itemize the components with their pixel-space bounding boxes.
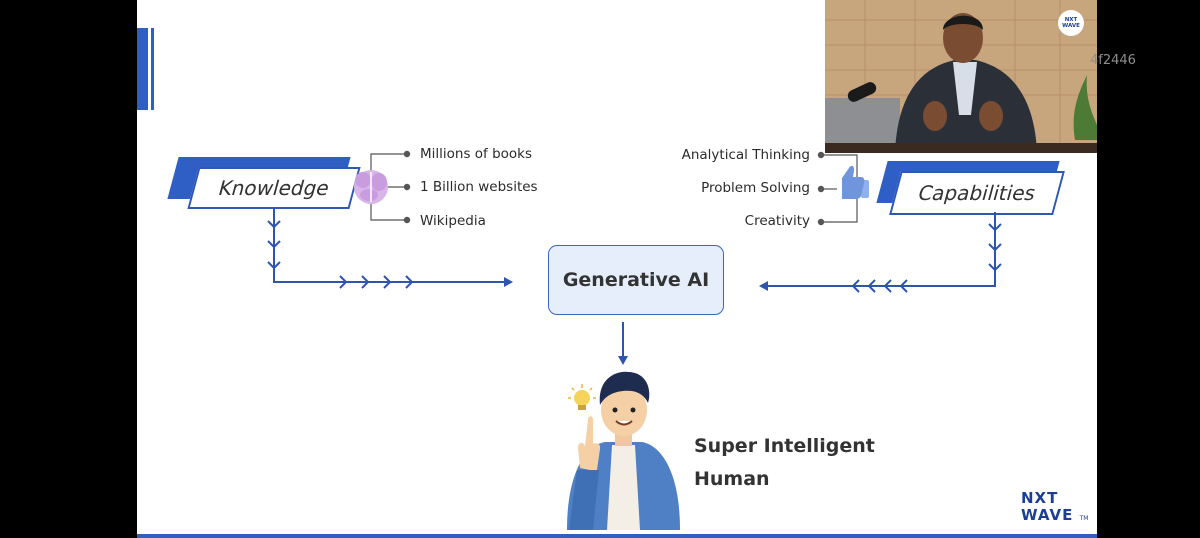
- knowledge-item: 1 Billion websites: [420, 179, 538, 195]
- chevron-down-icon: [267, 240, 281, 249]
- logo-tm: TM: [1079, 515, 1089, 522]
- webcam-logo: NXT WAVE: [1058, 10, 1084, 36]
- chevron-down-icon: [988, 263, 1002, 272]
- chevron-left-icon: [883, 279, 892, 293]
- capabilities-flow-line: [763, 212, 996, 287]
- knowledge-item: Wikipedia: [420, 213, 486, 229]
- chevron-down-icon: [988, 243, 1002, 252]
- logo-line2: WAVE: [1021, 506, 1074, 524]
- slide-accent-bar: [137, 28, 148, 110]
- webcam-logo-line2: WAVE: [1062, 23, 1080, 29]
- arrow-left-icon: [759, 281, 768, 291]
- chevron-left-icon: [899, 279, 908, 293]
- overlay-code: 4f2446: [1090, 53, 1136, 68]
- chevron-down-icon: [988, 223, 1002, 232]
- result-line1: Super Intelligent: [694, 435, 875, 457]
- chevrons: [267, 220, 1002, 293]
- arrow-right-icon: [504, 277, 513, 287]
- flow-arrowheads: [504, 277, 768, 365]
- chevron-right-icon: [339, 275, 348, 289]
- presenter-video: [825, 0, 1097, 153]
- nxtwave-logo: NXT WAVE TM: [1021, 490, 1088, 527]
- capability-item: Analytical Thinking: [681, 147, 810, 163]
- arrow-down-icon: [618, 356, 628, 365]
- bottom-accent-line: [137, 534, 1097, 538]
- knowledge-item: Millions of books: [420, 146, 533, 162]
- knowledge-flow-line: [273, 207, 509, 283]
- slide-accent-line: [151, 28, 154, 110]
- chevron-down-icon: [267, 261, 281, 270]
- chevron-right-icon: [383, 275, 392, 289]
- light-bulb-icon: [568, 384, 596, 410]
- result-line2: Human: [694, 468, 770, 490]
- chevron-right-icon: [361, 275, 370, 289]
- person-illustration: [567, 371, 680, 530]
- capability-item: Creativity: [744, 213, 810, 229]
- chevron-right-icon: [405, 275, 414, 289]
- brain-icon: [354, 170, 388, 204]
- chevron-left-icon: [867, 279, 876, 293]
- chevron-down-icon: [267, 220, 281, 229]
- result-text: Super Intelligent Human: [694, 430, 875, 496]
- chevron-left-icon: [851, 279, 860, 293]
- thumbs-up-icon: [842, 165, 869, 199]
- generative-ai-box: Generative AI: [548, 245, 724, 315]
- flow-diagram: [267, 150, 1002, 530]
- webcam-logo-line1: NXT: [1064, 17, 1078, 23]
- webcam-overlay: NXT WAVE: [825, 0, 1097, 153]
- logo-line1: NXT: [1021, 489, 1059, 507]
- capability-item: Problem Solving: [701, 180, 810, 196]
